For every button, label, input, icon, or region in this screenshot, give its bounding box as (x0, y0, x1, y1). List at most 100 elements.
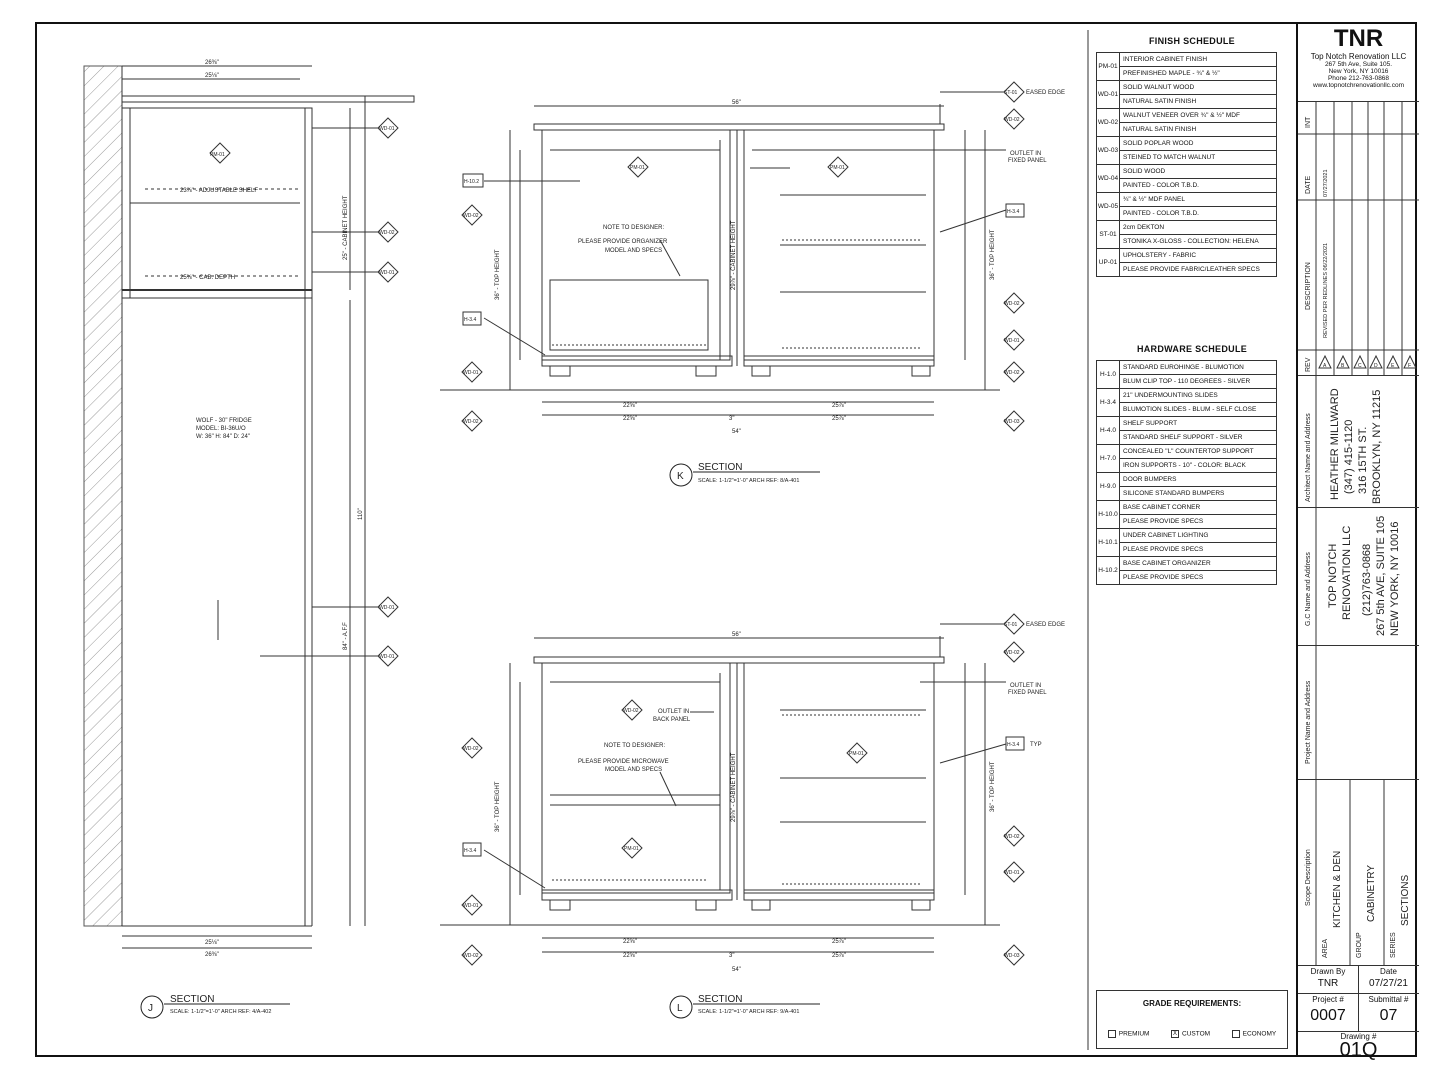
tag-pm01: PM-01 (830, 165, 845, 171)
title-block-header: TNR Top Notch Renovation LLC 267 5th Ave… (1298, 24, 1419, 102)
rev-col-desc: DESCRIPTION (1305, 262, 1312, 310)
company-web[interactable]: www.topnotchrenovationllc.com (1312, 82, 1405, 89)
width-j1-top: 26⅜" (205, 60, 219, 66)
top-height-label: 36" - TOP HEIGHT (495, 249, 501, 300)
submittal-label: Submittal # (1368, 995, 1409, 1004)
schedule-description: PAINTED - COLOR T.B.D. (1119, 178, 1277, 193)
rev-date: 07/27/2021 (1323, 169, 1329, 197)
schedule-description: BASE CABINET ORGANIZER (1119, 556, 1277, 571)
schedule-row: BLUM CLIP TOP - 110 DEGREES - SILVER (1097, 374, 1277, 389)
company-logo: TNR (1333, 25, 1384, 52)
outlet-note-2: FIXED PANEL (1008, 690, 1047, 696)
drawn-by-row: Drawn By TNR Date 07/27/21 (1298, 966, 1419, 994)
drawing-sheet-border (35, 22, 1417, 1057)
project-number-row: Project # 0007 Submittal # 07 (1298, 994, 1419, 1032)
section-k-notes: EASED EDGE OUTLET IN FIXED PANEL NOTE TO… (495, 90, 1065, 435)
svg-text:SCALE: 1-1/2"=1'-0" ARCH REF:: SCALE: 1-1/2"=1'-0" ARCH REF: 4/A-402 (170, 1009, 271, 1015)
checkbox-icon (1231, 1030, 1240, 1038)
schedule-description: NATURAL SATIN FINISH (1119, 122, 1277, 137)
section-l (440, 623, 1007, 953)
gc-line-5: NEW YORK, NY 10016 (1389, 521, 1401, 636)
l-note-1: NOTE TO DESIGNER: (604, 743, 665, 749)
outlet-note-2: FIXED PANEL (1008, 158, 1047, 164)
schedule-code: PM-01 (1096, 52, 1120, 81)
group-value: CABINETRY (1366, 865, 1377, 922)
schedule-description: BLUM CLIP TOP - 110 DEGREES - SILVER (1119, 374, 1277, 389)
schedule-row: PAINTED - COLOR T.B.D. (1097, 206, 1277, 221)
outlet-note-1: OUTLET IN (1010, 683, 1041, 689)
l-note-3: MODEL AND SPECS (605, 767, 662, 773)
tag-wd01: WD-01 (463, 903, 479, 909)
schedule-code: H-9.0 (1096, 472, 1120, 501)
tag-wd02: WD-02 (463, 746, 479, 752)
width-56: 56" (732, 632, 741, 638)
date-label: Date (1380, 967, 1397, 976)
tag-wd01: WD-01 (1004, 870, 1020, 876)
schedule-description: UPHOLSTERY - FABRIC (1119, 248, 1277, 263)
section-l-labels: WD-02 PM-01 PM-01 ST-01 WD-02 WD-02 H-3.… (463, 622, 1020, 959)
width-3: 3" (729, 953, 734, 959)
width-22: 22⅝" (623, 939, 637, 945)
drawing-label: Drawing # (1340, 1032, 1377, 1041)
cab-depth-label: 25⅜" - CAB. DEPTH (180, 275, 235, 281)
schedule-description: PLEASE PROVIDE SPECS (1119, 542, 1277, 557)
schedule-code: WD-03 (1096, 136, 1120, 165)
company-address1: 267 5th Ave, Suite 105. (1324, 61, 1393, 68)
schedule-code: ST-01 (1096, 220, 1120, 249)
tag-wd02: WD-02 (379, 230, 395, 236)
cab-height2-label: 29⅞" - CABINET HEIGHT (731, 752, 737, 822)
tag-h34: H-3.4 (1007, 742, 1019, 748)
svg-text:SCALE: 1-1/2"=1'-0" ARCH REF:: SCALE: 1-1/2"=1'-0" ARCH REF: 9/A-401 (698, 1009, 799, 1015)
tag-wd02: WD-02 (1004, 117, 1020, 123)
width-22: 22⅝" (623, 416, 637, 422)
width-22: 22⅝" (623, 953, 637, 959)
schedule-row: PLEASE PROVIDE FABRIC/LEATHER SPECS (1097, 262, 1277, 277)
tag-wd02: WD-02 (1004, 301, 1020, 307)
gc-line-4: 267 5th AVE, SUITE 105 (1375, 516, 1387, 636)
schedule-code: UP-01 (1096, 248, 1120, 277)
schedule-code: H-4.0 (1096, 416, 1120, 445)
width-22: 22⅝" (623, 403, 637, 409)
schedule-description: SOLID WALNUT WOOD (1119, 80, 1277, 95)
gc-line-1: TOP NOTCH (1327, 544, 1339, 608)
schedule-description: BLUMOTION SLIDES - BLUM - SELF CLOSE (1119, 402, 1277, 417)
tag-pm01: PM-01 (624, 846, 639, 852)
rev-col-rev: REV (1305, 357, 1312, 372)
section-j (83, 65, 415, 949)
aff-label: 84" - A.F.F (343, 622, 349, 650)
section-j-title: J SECTION SCALE: 1-1/2"=1'-0" ARCH REF: … (140, 994, 290, 1019)
tag-wd01: WD-01 (1004, 338, 1020, 344)
schedule-code: H-10.1 (1096, 528, 1120, 557)
schedule-description: DOOR BUMPERS (1119, 472, 1277, 487)
finish-schedule-title: FINISH SCHEDULE (1148, 36, 1235, 46)
tag-wd02: WD-02 (463, 213, 479, 219)
architect-line-4: BROOKLYN, NY 11215 (1371, 390, 1383, 504)
section-k-tags (461, 81, 1025, 432)
rev-mark-c: C (1358, 363, 1362, 369)
grade-premium[interactable]: PREMIUM (1107, 1030, 1149, 1038)
schedule-description: SOLID POPLAR WOOD (1119, 136, 1277, 151)
drawing-number-row: Drawing # (1298, 1032, 1419, 1055)
top-height-label-right: 36" - TOP HEIGHT (990, 229, 996, 280)
svg-text:SECTION: SECTION (170, 994, 214, 1005)
width-j1-bottom: 26⅜" (205, 952, 219, 958)
scope-block: Scope Description AREA KITCHEN & DEN GRO… (1298, 780, 1419, 966)
project-no-label: Project # (1312, 995, 1344, 1004)
fridge-note-1: WOLF - 30" FRIDGE (196, 418, 252, 424)
schedule-code: H-1.0 (1096, 360, 1120, 389)
grade-economy[interactable]: ECONOMY (1231, 1030, 1276, 1038)
tag-pm01: PM-01 (630, 165, 645, 171)
company-address2: New York, NY 10016 (1328, 68, 1389, 75)
tag-wd01: WD-01 (379, 654, 395, 660)
schedule-code: H-3.4 (1096, 388, 1120, 417)
company-name: Top Notch Renovation LLC (1310, 52, 1407, 61)
cab-height2-label: 29⅞" - CABINET HEIGHT (731, 220, 737, 290)
